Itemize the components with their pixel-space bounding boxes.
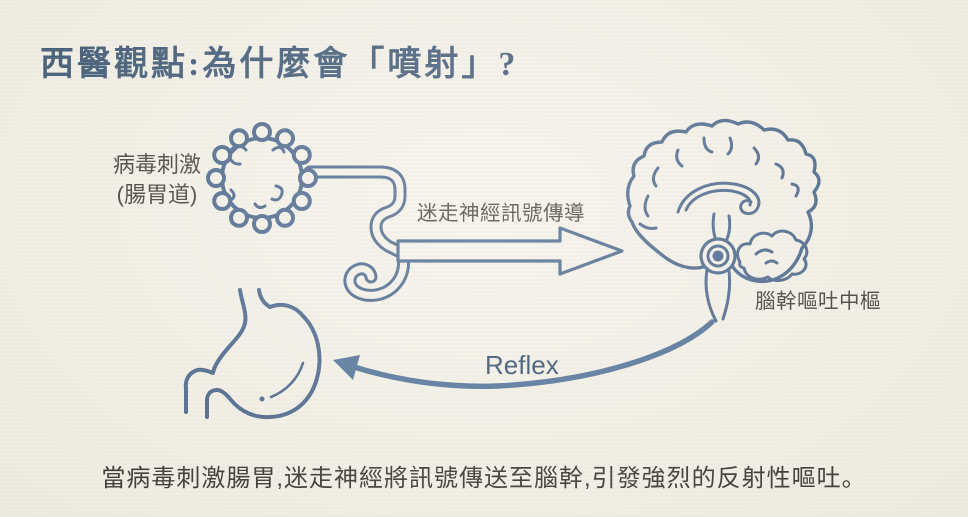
page-title: 西醫觀點:為什麼會「噴射」?	[40, 45, 519, 83]
cerebellum	[736, 229, 809, 283]
vagus-nerve-label: 迷走神經訊號傳導	[417, 202, 585, 225]
virus-inner-marks	[228, 144, 286, 210]
caption-text: 當病毒刺激腸胃,迷走神經將訊號傳送至腦幹,引發強烈的反射性嘔吐。	[101, 465, 867, 492]
brainstem	[704, 268, 732, 323]
reflex-arrow-icon	[333, 319, 715, 389]
reflex-label: Reflex	[485, 350, 559, 380]
virus-label-line1: 病毒刺激	[112, 152, 201, 177]
stomach-icon	[183, 288, 322, 420]
coronavirus-icon	[206, 122, 318, 234]
virus-label: 病毒刺激 (腸胃道)	[100, 150, 214, 210]
brain-icon	[626, 118, 821, 323]
virus-label-line2: (腸胃道)	[116, 182, 198, 207]
vagus-nerve-tube-icon	[303, 165, 411, 302]
brainstem-target-icon	[699, 237, 737, 275]
signal-arrow-icon	[396, 226, 624, 276]
brainstem-center-label: 腦幹嘔吐中樞	[755, 290, 881, 313]
brain-gyri	[638, 136, 800, 230]
corpus-callosum	[676, 181, 761, 245]
